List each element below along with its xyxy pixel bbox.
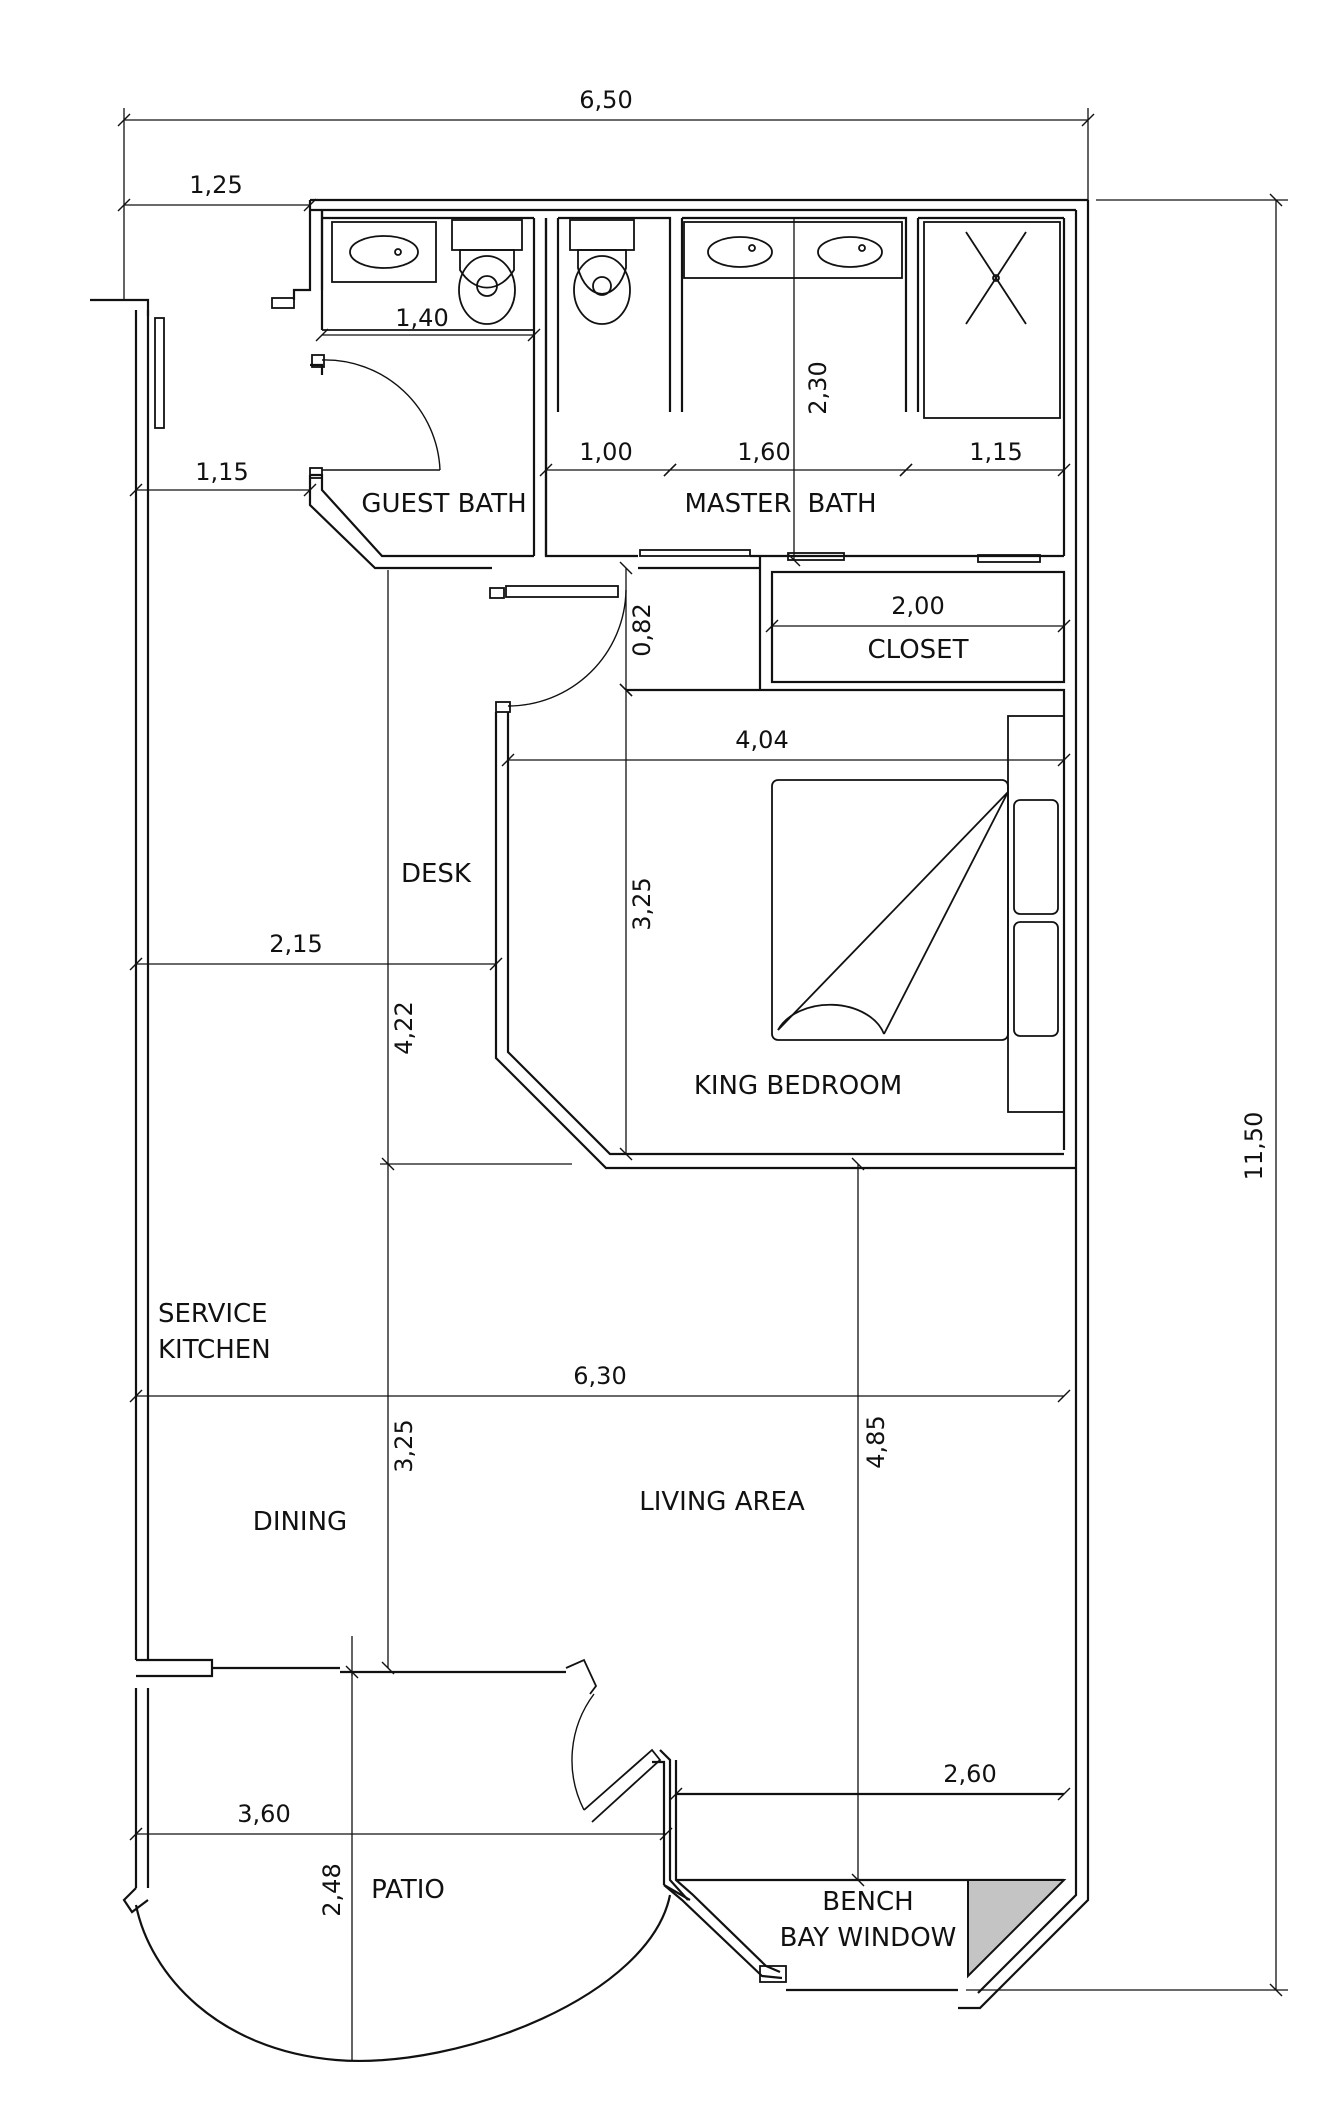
room-king-bedroom: KING BEDROOM [694,1071,902,1101]
room-bench: BENCH [822,1887,913,1917]
dim-overall-height: 11,50 [1240,1112,1268,1181]
room-service-kitchen-1: SERVICE [158,1299,268,1329]
living-patio [122,1658,1067,2062]
king-bedroom [489,585,1076,1170]
dim-vanity-width: 1,60 [737,438,790,466]
dim-closet-width: 2,00 [891,592,944,620]
room-patio: PATIO [371,1875,445,1905]
room-service-kitchen-2: KITCHEN [158,1335,271,1365]
dimension-labels: 6,50 1,25 11,50 1,40 1,15 1,00 1,60 1,15… [189,86,1268,1917]
dim-bench-width: 2,60 [943,1760,996,1788]
closet [758,556,1066,690]
dim-entry-width: 1,25 [189,171,242,199]
room-guest-bath: GUEST BATH [361,489,526,519]
dim-hall-width: 1,15 [195,458,248,486]
room-master-bath-2: BATH [807,489,876,519]
dim-kitchen-width: 2,15 [269,930,322,958]
dim-bedroom-depth: 3,25 [628,877,656,930]
dim-dining-depth: 3,25 [390,1419,418,1472]
dim-desk-length: 4,22 [390,1001,418,1054]
dim-patio-depth: 2,48 [318,1863,346,1916]
dim-overall-width: 6,50 [579,86,632,114]
dim-guest-bath-width: 1,40 [395,304,448,332]
room-closet: CLOSET [868,635,969,665]
room-desk: DESK [401,859,472,889]
dim-closet-passage: 0,82 [628,603,656,656]
dim-shower-width: 1,15 [969,438,1022,466]
dim-master-bath-depth: 2,30 [804,361,832,414]
room-dining: DINING [253,1507,347,1537]
dim-wc-width: 1,00 [579,438,632,466]
dim-living-depth: 4,85 [862,1415,890,1468]
room-master-bath-1: MASTER [684,489,791,519]
dim-living-width: 6,30 [573,1362,626,1390]
room-labels: GUEST BATH MASTER BATH CLOSET DESK KING … [158,489,969,1953]
dim-bedroom-width: 4,04 [735,726,788,754]
master-bath [544,216,1066,570]
room-bay-window: BAY WINDOW [780,1923,957,1953]
room-living-area: LIVING AREA [639,1487,805,1517]
dim-patio-width: 3,60 [237,1800,290,1828]
dimension-lines [117,108,1288,2060]
